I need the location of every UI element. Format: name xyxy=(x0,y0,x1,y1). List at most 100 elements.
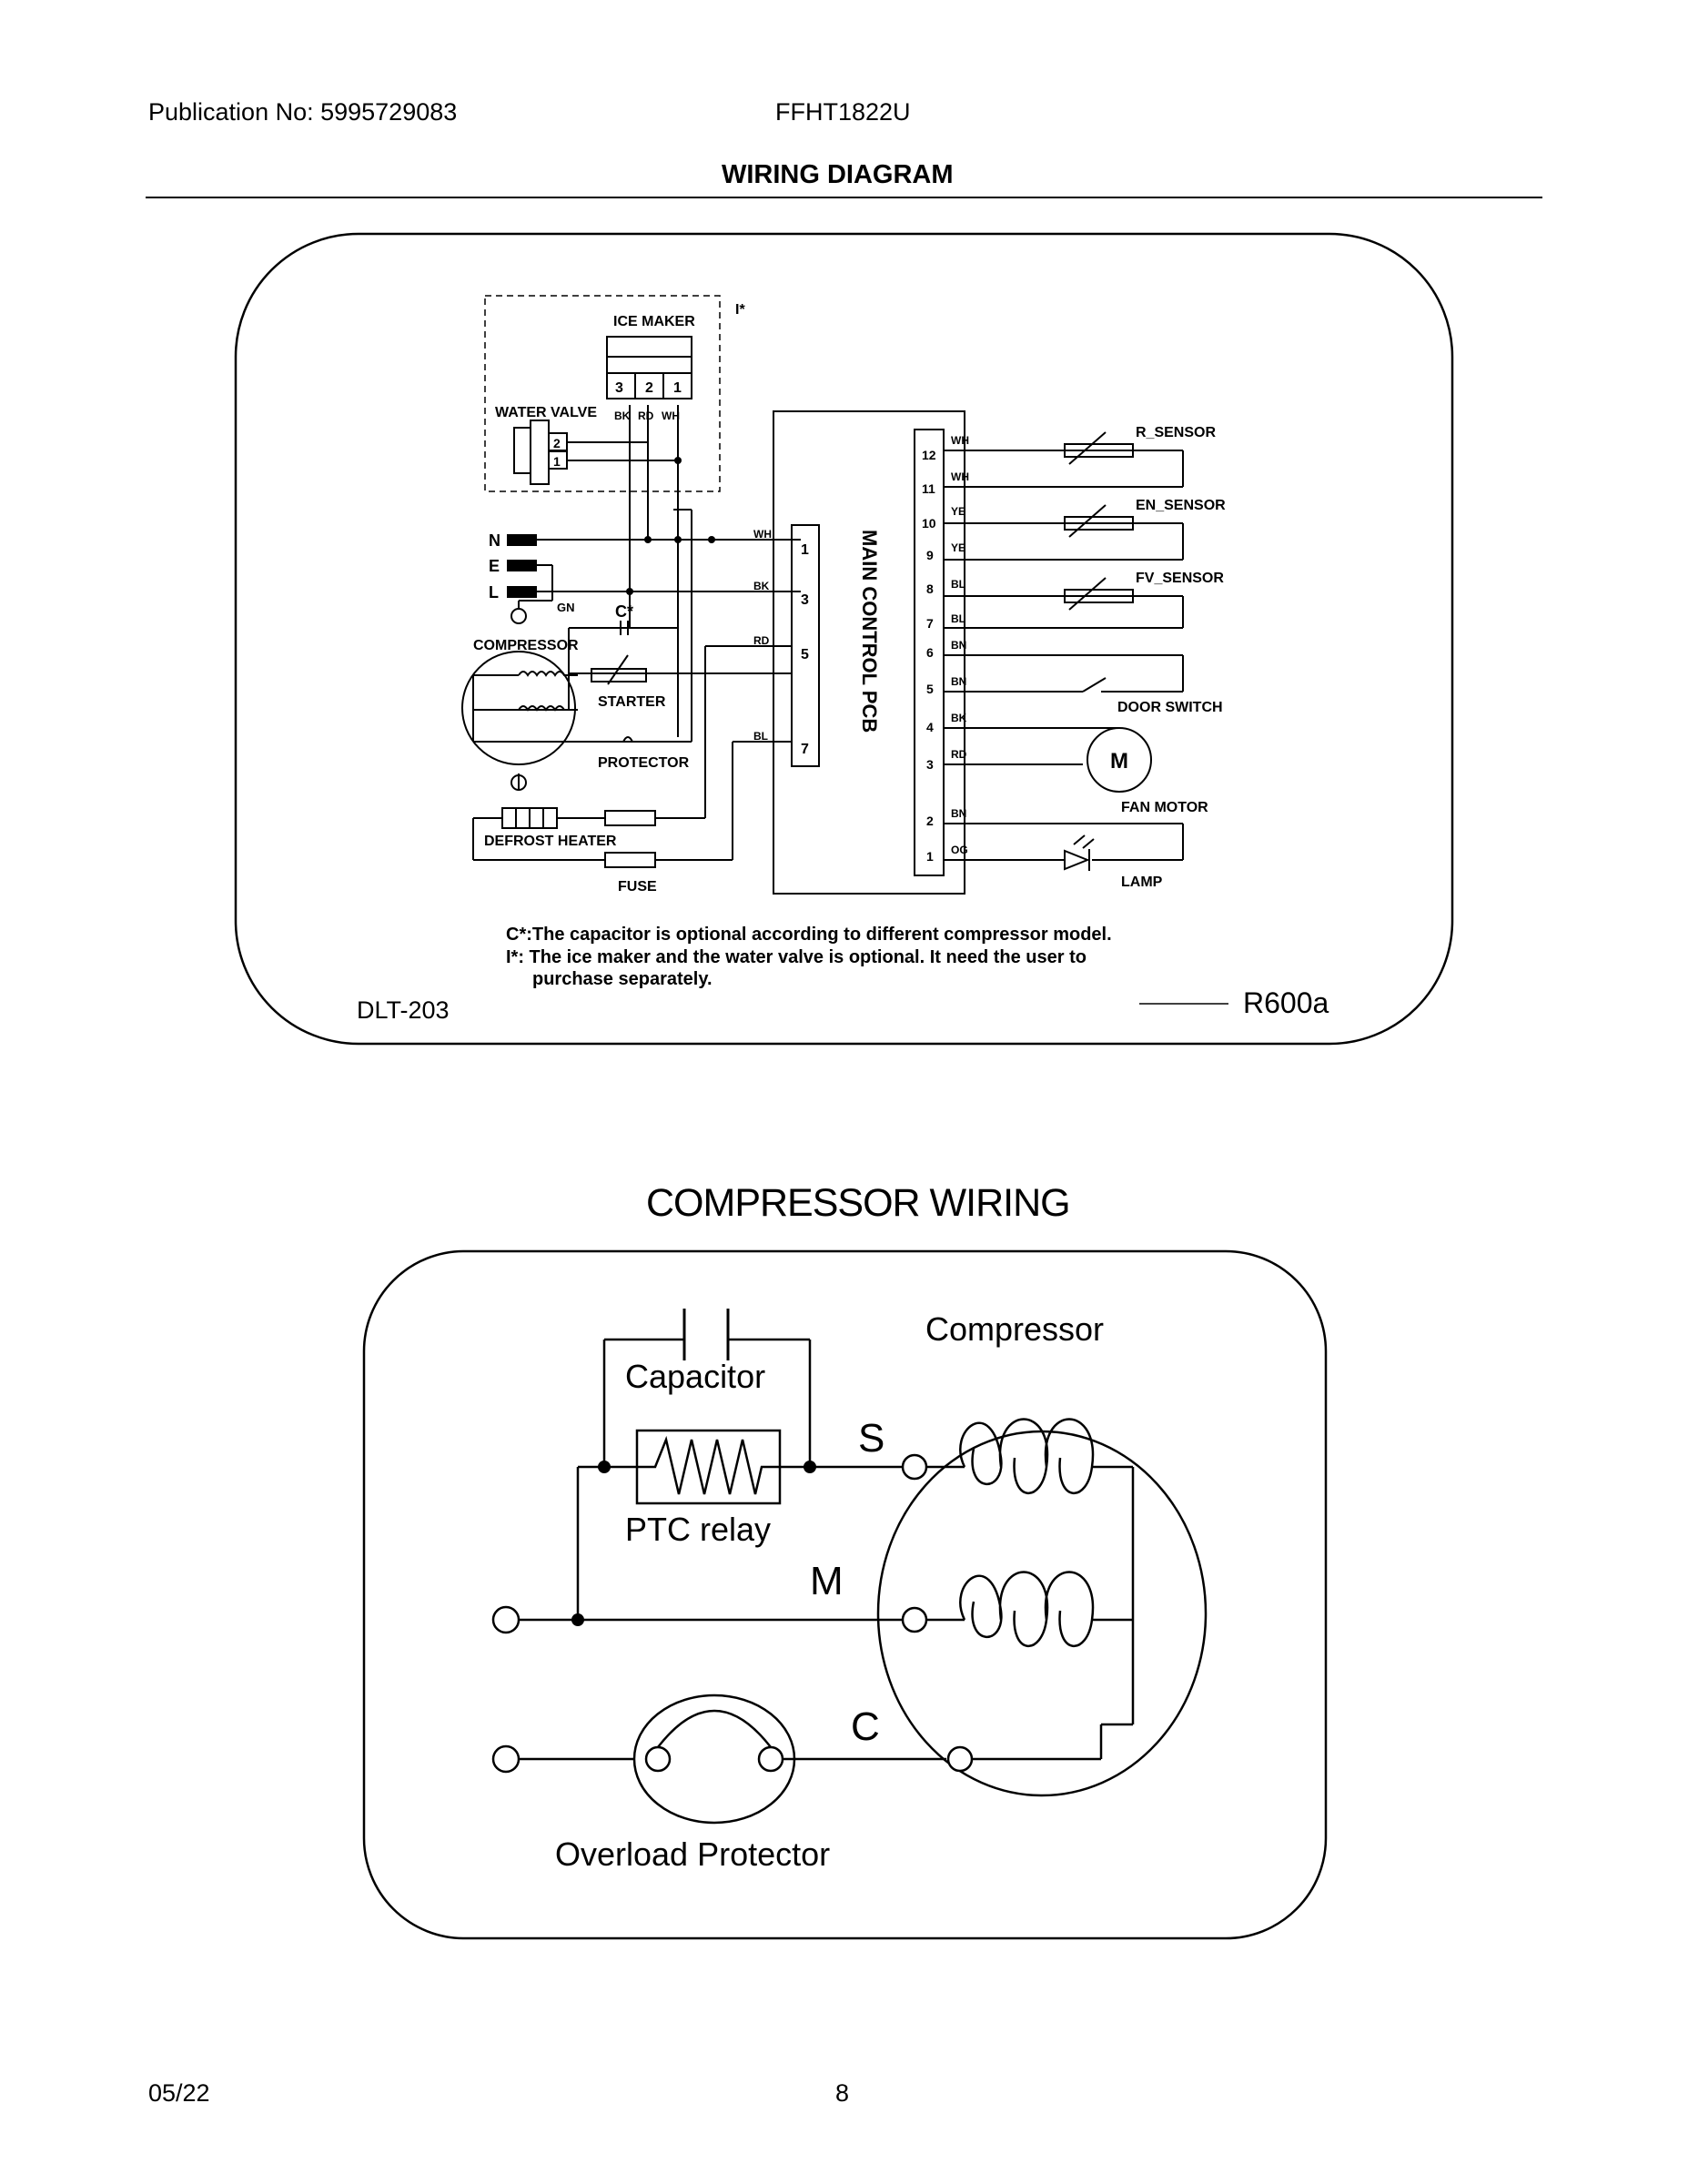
ptc-relay-label: PTC relay xyxy=(625,1511,771,1548)
right-pin-12: 12 xyxy=(922,448,936,462)
wiring-diagram-frame xyxy=(234,232,1454,1046)
terminal-s-label: S xyxy=(858,1416,884,1461)
gn-label: GN xyxy=(557,601,575,614)
right-wire-ye-2: YE xyxy=(951,541,965,554)
lamp-diode xyxy=(1064,849,1090,871)
pcb-left-connector xyxy=(791,524,820,767)
terminal-e xyxy=(507,560,537,571)
fan-motor-m: M xyxy=(1110,749,1128,774)
starter-label: STARTER xyxy=(598,694,666,710)
terminal-l xyxy=(507,586,537,598)
right-wire-bn-2: BN xyxy=(951,675,966,688)
compressor-symbol xyxy=(461,651,576,765)
left-pin-1: 1 xyxy=(801,542,809,558)
water-valve xyxy=(513,427,531,474)
optional-box xyxy=(484,295,721,492)
right-wire-ye-1: YE xyxy=(951,505,965,518)
right-pin-1: 1 xyxy=(926,849,934,864)
right-wire-rd: RD xyxy=(951,748,967,761)
left-pin-3: 3 xyxy=(801,592,809,608)
compressor-label-main: Compressor xyxy=(925,1310,1104,1348)
right-pin-11: 11 xyxy=(922,481,935,496)
optional-mark: I* xyxy=(735,302,745,318)
ice-maker-connector xyxy=(606,336,692,358)
lamp-label: LAMP xyxy=(1121,875,1163,890)
fv-sensor xyxy=(1064,589,1134,603)
terminal-c-label: C xyxy=(851,1704,880,1749)
valve-pin-2: 2 xyxy=(553,436,561,450)
en-sensor-label: EN_SENSOR xyxy=(1136,498,1226,513)
right-pin-8: 8 xyxy=(926,581,934,596)
right-pin-5: 5 xyxy=(926,682,934,696)
ice-maker-label: ICE MAKER xyxy=(613,314,695,329)
ice-pin-2: 2 xyxy=(645,380,653,396)
left-wire-bl: BL xyxy=(753,730,768,743)
model-number: FFHT1822U xyxy=(775,98,911,126)
r-sensor-label: R_SENSOR xyxy=(1136,425,1216,440)
footer-date: 05/22 xyxy=(148,2079,210,2107)
left-pin-7: 7 xyxy=(801,742,809,757)
page-title: WIRING DIAGRAM xyxy=(722,160,954,189)
pcb-right-connector xyxy=(914,429,945,876)
r-sensor xyxy=(1064,443,1134,458)
fan-motor-symbol xyxy=(1087,727,1152,793)
capacitor-label: Capacitor xyxy=(625,1358,765,1395)
right-pin-4: 4 xyxy=(926,720,934,734)
ice-wire-wh: WH xyxy=(662,410,680,422)
right-pin-6: 6 xyxy=(926,645,934,660)
fan-motor-label: FAN MOTOR xyxy=(1121,800,1208,815)
compressor-label: COMPRESSOR xyxy=(473,638,579,653)
publication-number: Publication No: 5995729083 xyxy=(148,98,458,126)
right-pin-10: 10 xyxy=(922,516,936,531)
right-pin-3: 3 xyxy=(926,757,934,772)
left-wire-rd: RD xyxy=(753,634,770,647)
starter xyxy=(591,668,647,682)
model-code: DLT-203 xyxy=(357,996,450,1024)
header-rule xyxy=(146,197,1542,198)
right-pin-2: 2 xyxy=(926,814,934,828)
valve-pin-1: 1 xyxy=(553,454,561,469)
right-wire-bl-1: BL xyxy=(951,578,965,591)
right-pin-9: 9 xyxy=(926,548,934,562)
main-control-pcb xyxy=(773,410,965,895)
fuse-lower xyxy=(604,852,656,868)
right-wire-wh-1: WH xyxy=(951,434,969,447)
en-sensor xyxy=(1064,516,1134,531)
left-wire-wh: WH xyxy=(753,528,772,541)
terminal-n xyxy=(507,534,537,546)
ice-pin-1: 1 xyxy=(673,380,682,396)
protector-label: PROTECTOR xyxy=(598,755,690,771)
ice-wire-bk: BK xyxy=(614,410,631,422)
compressor-wiring-title: COMPRESSOR WIRING xyxy=(646,1181,1070,1225)
left-wire-bk: BK xyxy=(753,580,770,592)
fuse-label: FUSE xyxy=(618,879,657,895)
ptc-relay xyxy=(635,1429,782,1505)
right-wire-bn-3: BN xyxy=(951,807,966,820)
fv-sensor-label: FV_SENSOR xyxy=(1136,571,1224,586)
ice-pin-3: 3 xyxy=(615,380,623,396)
compressor-wiring-frame xyxy=(362,1249,1328,1940)
right-wire-bn-1: BN xyxy=(951,639,966,652)
refrigerant-label: R600a xyxy=(1243,986,1329,1019)
right-wire-bk: BK xyxy=(951,712,967,724)
page-number: 8 xyxy=(835,2079,850,2107)
note-purchase: purchase separately. xyxy=(532,969,713,989)
left-pin-5: 5 xyxy=(801,647,809,662)
right-pin-7: 7 xyxy=(926,616,934,631)
label-n: N xyxy=(489,531,500,550)
cap-mark: C* xyxy=(615,602,633,621)
right-wire-og: OG xyxy=(951,844,968,856)
compressor-circle xyxy=(876,1430,1208,1797)
fuse-upper xyxy=(604,810,656,826)
defrost-heater-label: DEFROST HEATER xyxy=(484,834,617,849)
right-wire-bl-2: BL xyxy=(951,612,965,625)
terminal-m-label: M xyxy=(810,1559,844,1603)
label-e: E xyxy=(489,557,500,575)
door-switch-label: DOOR SWITCH xyxy=(1117,700,1223,715)
note-ice-maker: I*: The ice maker and the water valve is… xyxy=(506,947,1087,967)
water-valve-label: WATER VALVE xyxy=(495,405,597,420)
ice-wire-rd: RD xyxy=(638,410,654,422)
label-l: L xyxy=(489,583,499,602)
note-capacitor: C*:The capacitor is optional according t… xyxy=(506,925,1112,945)
